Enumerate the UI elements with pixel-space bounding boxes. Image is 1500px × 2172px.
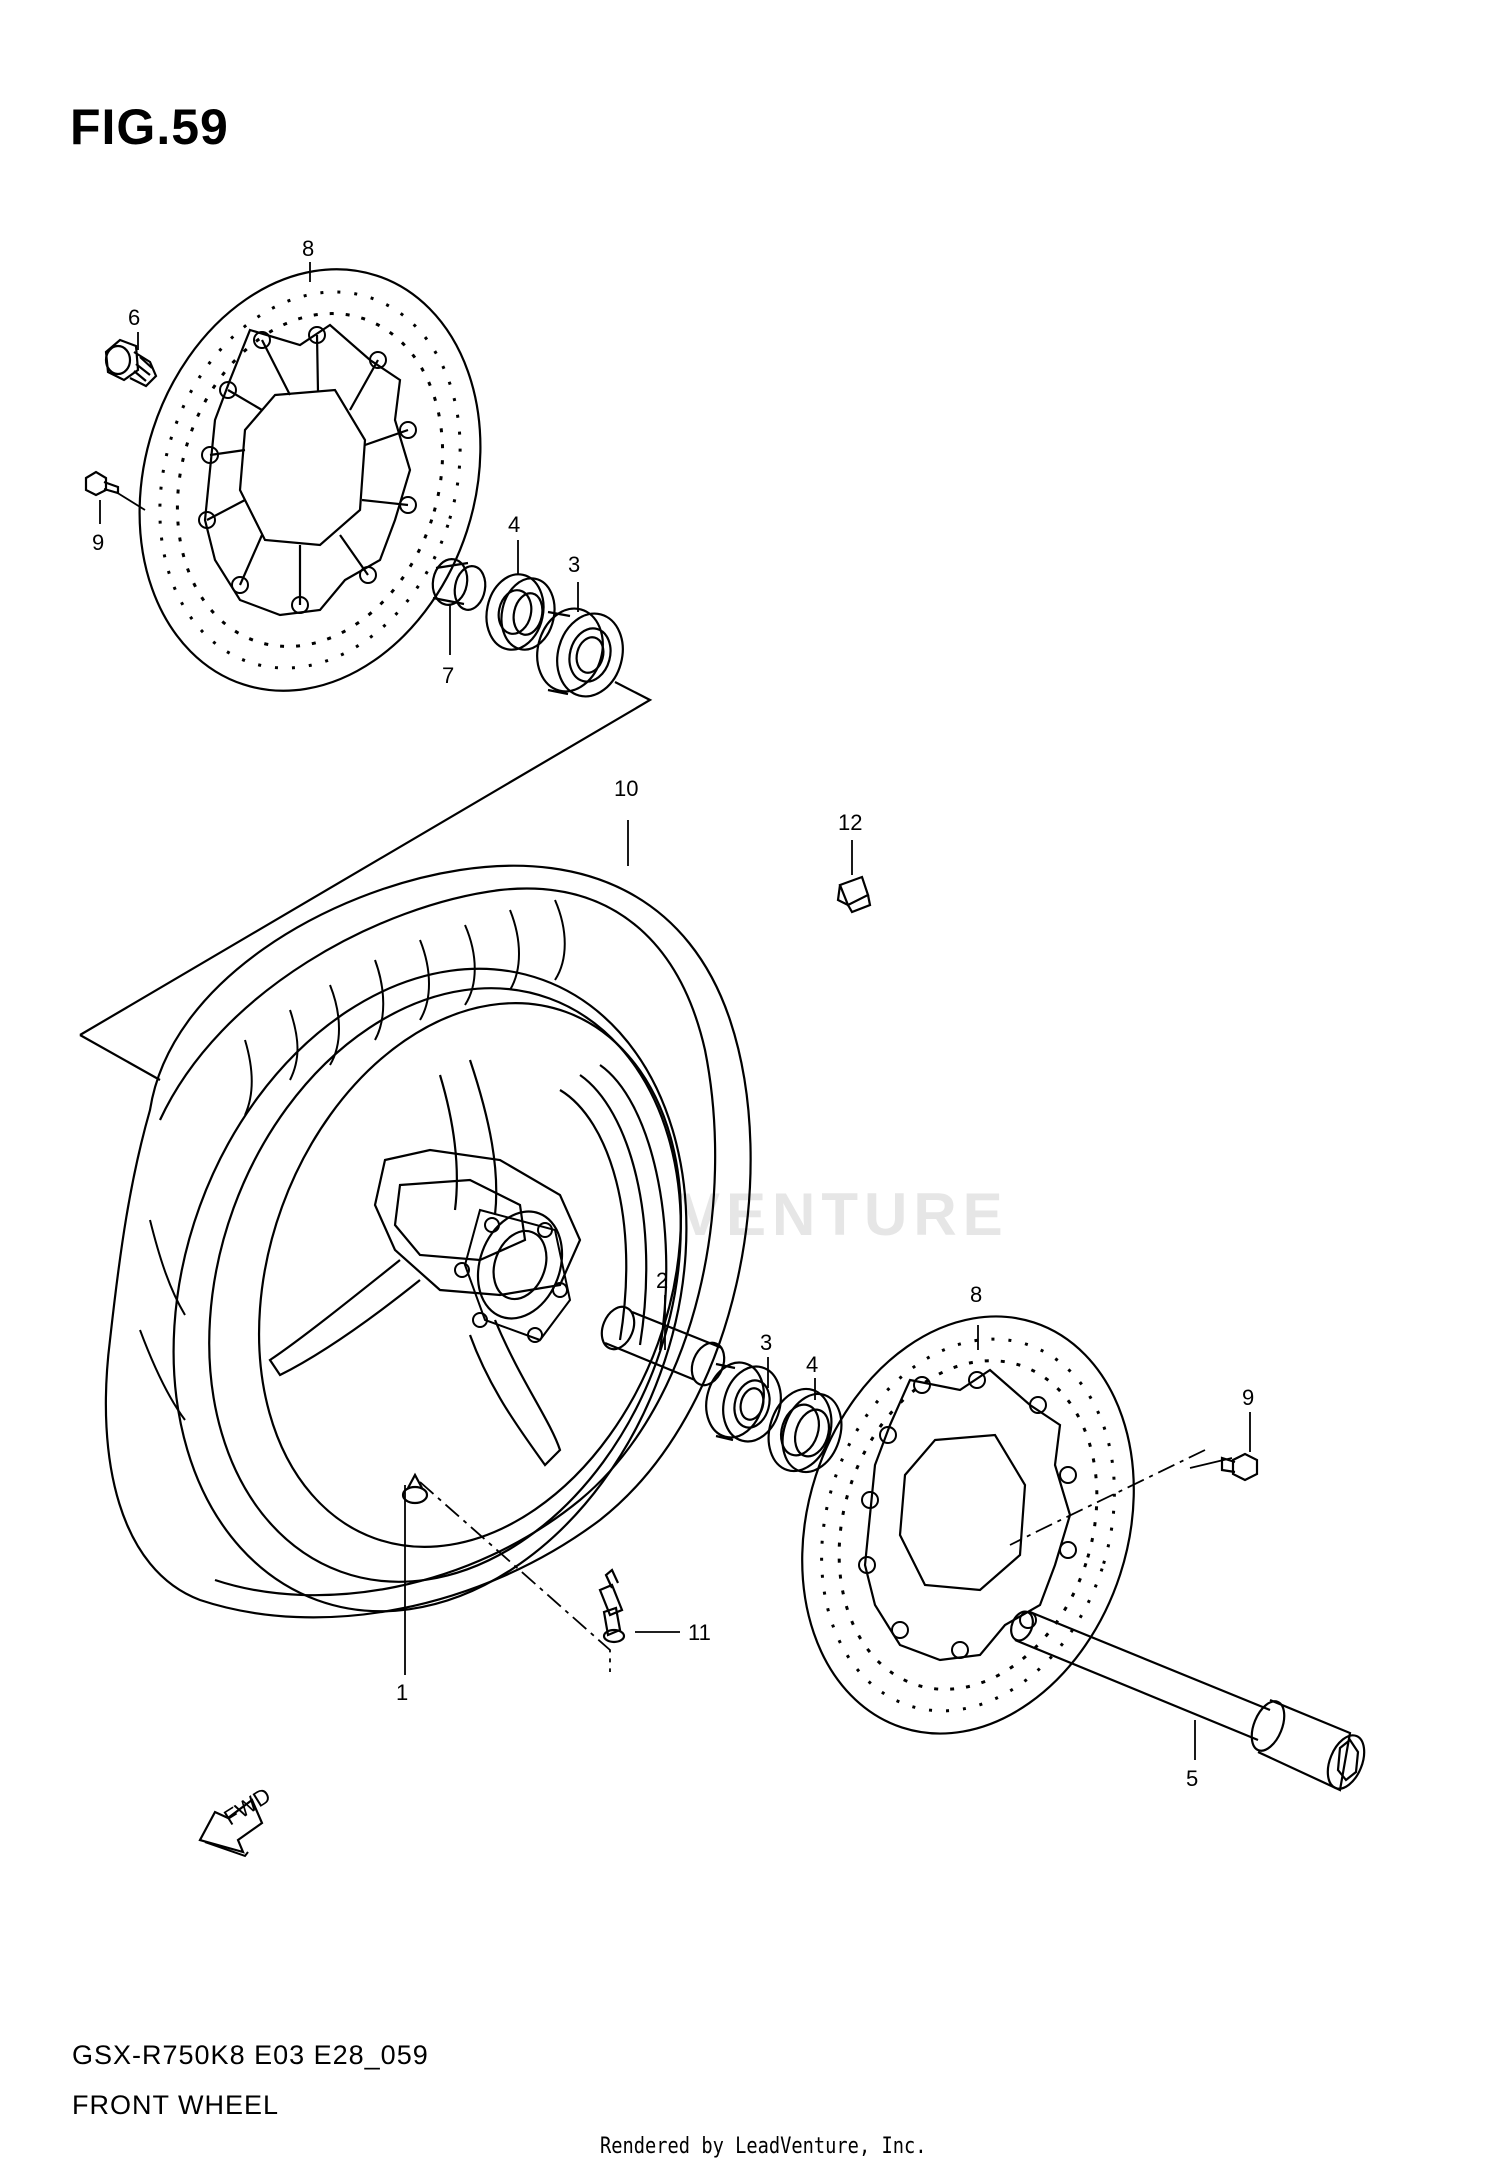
disc-bolt-small-upper: [86, 472, 118, 495]
oil-seal-lower: [758, 1381, 851, 1480]
oil-seal-upper: [480, 569, 561, 655]
front-axle: [1007, 1608, 1371, 1794]
callout-8-upper: 8: [302, 236, 314, 261]
part-name: FRONT WHEEL: [72, 2090, 280, 2120]
callout-3-upper: 3: [568, 552, 580, 577]
callout-1: 1: [396, 1680, 408, 1705]
callout-7: 7: [442, 663, 454, 688]
callout-6: 6: [128, 305, 140, 330]
leader-lines: [100, 262, 1250, 1760]
callout-4-lower: 4: [806, 1352, 818, 1377]
callout-9-upper: 9: [92, 530, 104, 555]
brake-disc-upper: [87, 225, 534, 736]
callout-5: 5: [1186, 1766, 1198, 1791]
brake-disc-lower: [750, 1273, 1186, 1777]
callout-8-lower: 8: [970, 1282, 982, 1307]
callout-4-upper: 4: [508, 512, 520, 537]
spacer-ring: [429, 556, 488, 612]
assembly-guide-upper: [80, 682, 650, 1080]
disc-bolt-small-lower: [1222, 1454, 1257, 1480]
callout-3-lower: 3: [760, 1330, 772, 1355]
callout-9-lower: 9: [1242, 1385, 1254, 1410]
bearing-upper: [528, 601, 632, 704]
watermark: VENTURE: [680, 1181, 1009, 1248]
callout-10: 10: [614, 776, 638, 801]
bearing-lower: [698, 1356, 789, 1448]
callout-12: 12: [838, 810, 862, 835]
figure-title: FIG.59: [70, 99, 229, 155]
disc-bolt-large: [106, 340, 156, 386]
valve-stem: [600, 1570, 624, 1642]
model-code: GSX-R750K8 E03 E28_059: [72, 2040, 429, 2070]
callout-11: 11: [688, 1620, 711, 1645]
callout-2: 2: [656, 1268, 668, 1293]
balance-weight-clip: [838, 877, 870, 912]
tire: [106, 866, 751, 1618]
render-credit: Rendered by LeadVenture, Inc.: [600, 2134, 927, 2159]
wheel-rim: [87, 896, 773, 1684]
forward-arrow-icon: [200, 1800, 262, 1856]
